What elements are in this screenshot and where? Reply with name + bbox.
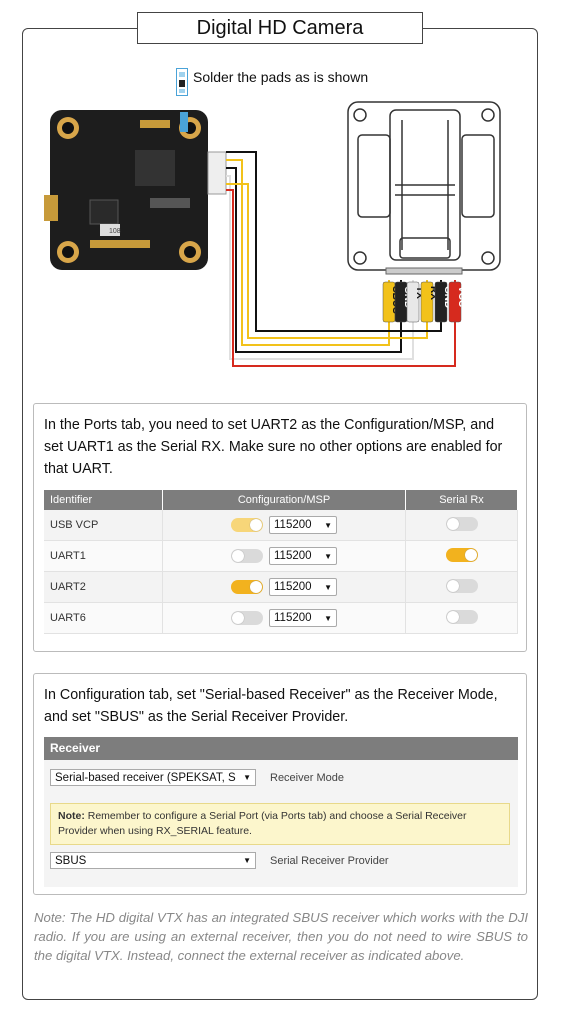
baud-select[interactable]: 115200 ▼ [269, 609, 337, 627]
page-title: Digital HD Camera [137, 12, 423, 44]
wire-tx [226, 175, 414, 360]
baud-select[interactable]: 115200 ▼ [269, 516, 337, 534]
serial-rx-toggle[interactable] [445, 578, 478, 593]
note-bold-label: Note: [58, 810, 85, 822]
table-row: USB VCP 115200 ▼ [44, 510, 518, 541]
msp-toggle[interactable] [231, 518, 263, 532]
serial-provider-value: SBUS [55, 854, 87, 867]
baud-value: 115200 [274, 550, 312, 562]
ports-instructions-text: In the Ports tab, you need to set UART2 … [44, 417, 503, 477]
header-identifier: Identifier [44, 490, 163, 510]
msp-cell: 115200 ▼ [162, 510, 406, 541]
chevron-down-icon: ▼ [324, 551, 332, 561]
serial-rx-cell [405, 602, 518, 634]
msp-cell: 115200 ▼ [162, 602, 406, 634]
chip-label: 108 [109, 228, 121, 235]
msp-toggle[interactable] [231, 611, 263, 625]
receiver-mode-select[interactable]: Serial-based receiver (SPEKSAT, S ▼ [50, 769, 256, 786]
chevron-down-icon: ▼ [324, 582, 332, 592]
serial-rx-cell [405, 571, 518, 603]
chevron-down-icon: ▼ [243, 856, 251, 865]
chevron-down-icon: ▼ [324, 613, 332, 623]
chevron-down-icon: ▼ [324, 520, 332, 530]
pin-sleeve [434, 281, 448, 323]
chevron-down-icon: ▼ [243, 773, 251, 782]
wiring-diagram: 108 SBUSGNDTXRXGNDVCC [44, 101, 501, 367]
wire-sbus [226, 159, 390, 346]
receiver-mode-value: Serial-based receiver (SPEKSAT, S [55, 771, 236, 784]
baud-value: 115200 [274, 519, 312, 531]
port-identifier: UART1 [44, 540, 163, 572]
receiver-panel-title: Receiver [44, 737, 518, 760]
receiver-mode-row: Serial-based receiver (SPEKSAT, S ▼ Rece… [50, 769, 344, 786]
msp-cell: 115200 ▼ [162, 540, 406, 572]
pin-sleeve [406, 281, 420, 323]
port-identifier: UART6 [44, 602, 163, 634]
solder-note-label: Solder the pads as is shown [193, 69, 369, 85]
serial-rx-cell [405, 540, 518, 572]
wire-vcc [226, 189, 456, 367]
table-row: UART2 115200 ▼ [44, 571, 518, 603]
pin-sleeve [448, 281, 462, 323]
flight-controller-board [44, 110, 227, 270]
serial-provider-select[interactable]: SBUS ▼ [50, 852, 256, 869]
serial-rx-toggle[interactable] [445, 516, 478, 531]
serial-rx-cell [405, 510, 518, 541]
serial-provider-row: SBUS ▼ Serial Receiver Provider [50, 852, 389, 869]
ports-table: Identifier Configuration/MSP Serial Rx U… [44, 490, 518, 634]
port-identifier: UART2 [44, 571, 163, 603]
msp-toggle[interactable] [231, 580, 263, 594]
pin-label: GND [442, 286, 453, 308]
configuration-instructions-box: In Configuration tab, set "Serial-based … [33, 673, 527, 895]
footnote: Note: The HD digital VTX has an integrat… [34, 910, 528, 963]
receiver-panel: Receiver Serial-based receiver (SPEKSAT,… [44, 737, 518, 887]
port-identifier: USB VCP [44, 510, 163, 541]
digital-vtx-outline [347, 101, 501, 271]
serial-rx-toggle[interactable] [445, 609, 478, 624]
table-row: UART6 115200 ▼ [44, 602, 518, 634]
serial-rx-toggle[interactable] [445, 547, 478, 562]
solder-pad-icon [176, 68, 188, 96]
note-text: Remember to configure a Serial Port (via… [58, 810, 467, 837]
header-config-msp: Configuration/MSP [162, 490, 406, 510]
header-serial-rx: Serial Rx [405, 490, 518, 510]
msp-toggle[interactable] [231, 549, 263, 563]
pin-label: VCC [456, 286, 467, 307]
solder-note: Solder the pads as is shown [176, 68, 368, 96]
baud-select[interactable]: 115200 ▼ [269, 547, 337, 565]
serial-provider-label: Serial Receiver Provider [270, 854, 389, 867]
baud-select[interactable]: 115200 ▼ [269, 578, 337, 596]
pin-label: TX [414, 286, 425, 299]
baud-value: 115200 [274, 581, 312, 593]
receiver-note: Note: Remember to configure a Serial Por… [50, 803, 510, 845]
pin-sleeve [420, 281, 434, 323]
configuration-instructions-text: In Configuration tab, set "Serial-based … [44, 687, 498, 725]
receiver-mode-label: Receiver Mode [270, 771, 344, 784]
wire-gnd-1 [226, 167, 402, 353]
table-row: UART1 115200 ▼ [44, 540, 518, 572]
baud-value: 115200 [274, 612, 312, 624]
msp-cell: 115200 ▼ [162, 571, 406, 603]
pin-label: RX [428, 286, 439, 300]
ports-instructions-box: In the Ports tab, you need to set UART2 … [33, 403, 527, 652]
